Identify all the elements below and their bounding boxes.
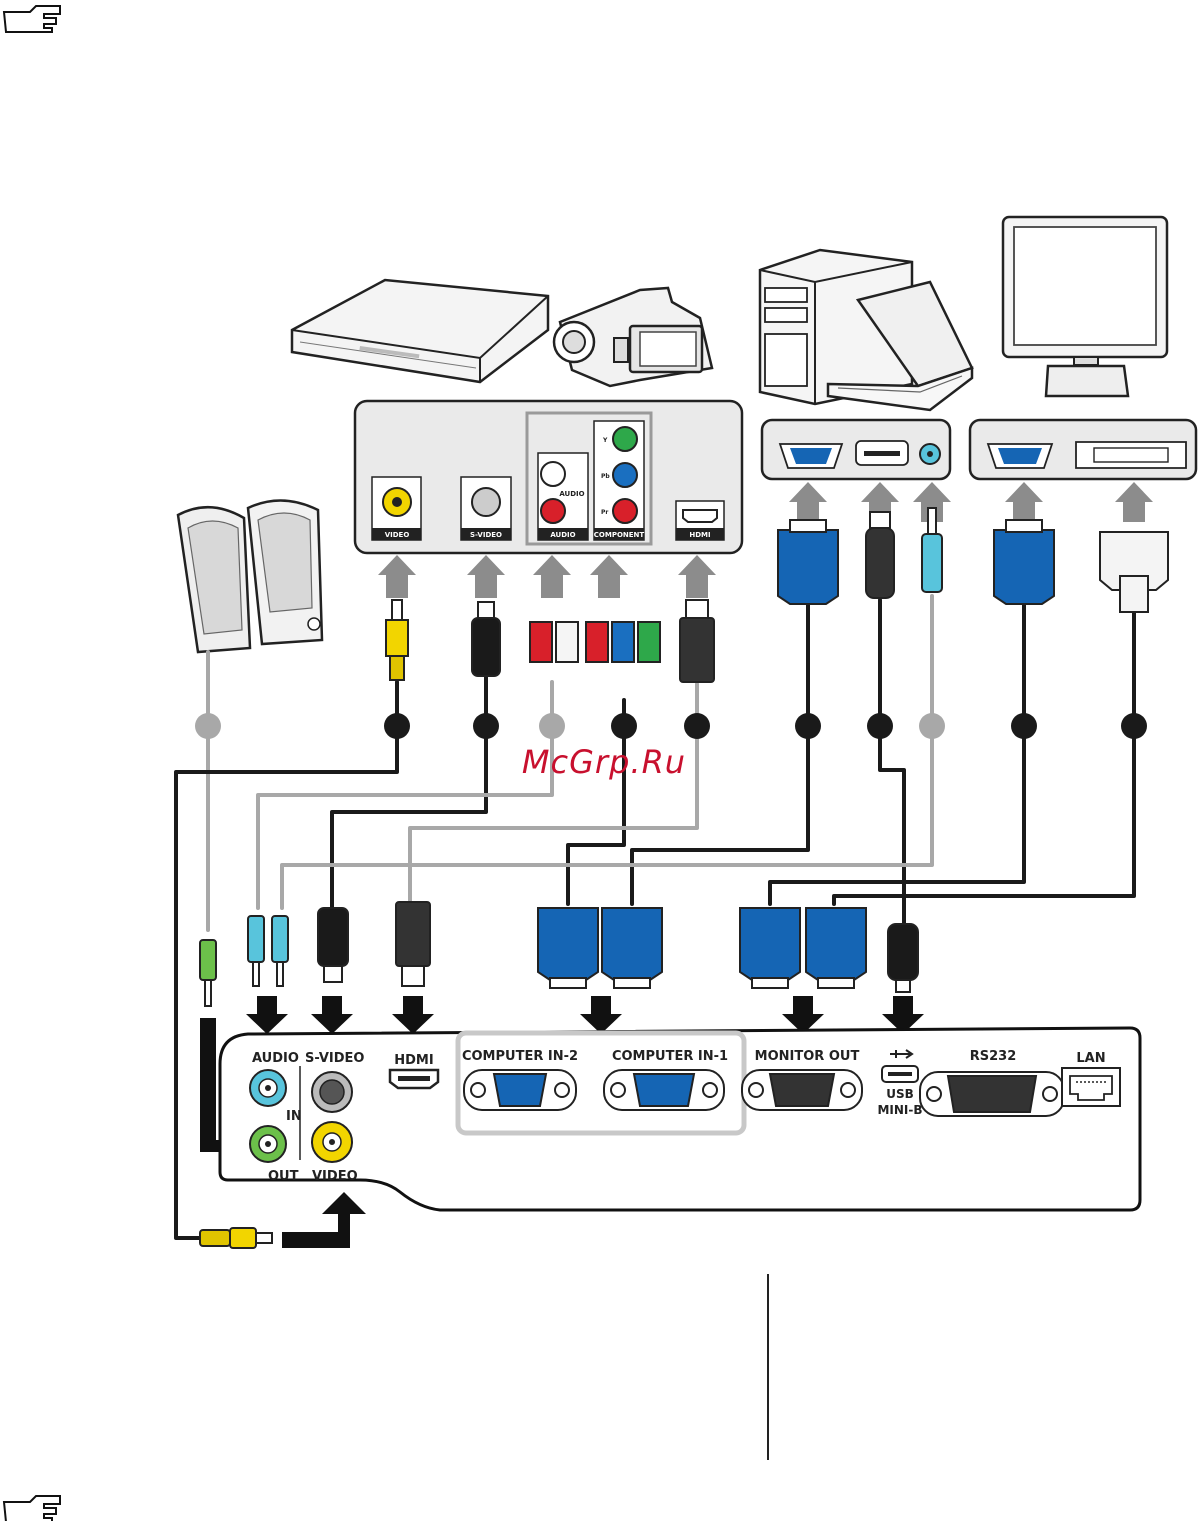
hdmi-port[interactable] [390, 1070, 438, 1088]
cable-dots [195, 713, 1147, 739]
video-port[interactable] [312, 1122, 352, 1162]
usb-mini-b-port[interactable] [882, 1066, 918, 1082]
computer-in-1-label: COMPUTER IN-1 [612, 1049, 728, 1064]
rs232-label: RS232 [970, 1049, 1017, 1064]
watermark-text: McGrp.Ru [522, 743, 686, 781]
computer-in-1-port[interactable] [604, 1070, 724, 1110]
computer-in-2-label: COMPUTER IN-2 [462, 1049, 578, 1064]
src-pb-label: Pb [601, 473, 610, 480]
src-component-label: COMPONENT [594, 531, 645, 539]
src-pr-label: Pr [601, 509, 608, 516]
audio-in-port[interactable] [250, 1070, 286, 1106]
projector-back-panel: AUDIO S-VIDEO IN OUT VIDEO HDMI [220, 1028, 1140, 1210]
monitor-out-port[interactable] [742, 1070, 862, 1110]
audio-out-port[interactable] [250, 1126, 286, 1162]
lcd-monitor-icon [1003, 217, 1167, 396]
dvd-player-icon [292, 280, 548, 382]
hand-pointer-icon [4, 1496, 60, 1521]
lan-port-icon[interactable] [1062, 1068, 1120, 1106]
computer-in-2-port[interactable] [464, 1070, 576, 1110]
camcorder-icon [554, 288, 712, 386]
hdmi-label: HDMI [394, 1053, 433, 1068]
src-svideo-label: S-VIDEO [470, 531, 502, 539]
hand-pointer-icon [4, 6, 60, 32]
video-label: VIDEO [312, 1169, 358, 1184]
speakers-icon [178, 500, 322, 652]
src-audio-label: AUDIO [550, 531, 575, 539]
src-hdmi-label: HDMI [689, 531, 710, 539]
src-video-label: VIDEO [385, 531, 410, 539]
svideo-port[interactable] [312, 1072, 352, 1112]
lan-label: LAN [1076, 1051, 1105, 1066]
av-source-panel: VIDEO S-VIDEO AUDIO AUDIO Y Pb Pr COMPON… [355, 401, 742, 553]
monitor-input-panel [970, 420, 1196, 479]
rs232-port[interactable] [920, 1072, 1064, 1116]
pc-output-panel [762, 420, 950, 479]
usb-label: USB [886, 1087, 914, 1101]
out-label: OUT [268, 1169, 299, 1184]
mini-b-label: MINI-B [877, 1103, 922, 1117]
svideo-label: S-VIDEO [305, 1051, 364, 1066]
src-y-label: Y [602, 437, 608, 444]
audio-in-label: AUDIO [252, 1051, 299, 1066]
monitor-out-label: MONITOR OUT [755, 1049, 860, 1064]
src-audio-small-label: AUDIO [559, 490, 584, 498]
